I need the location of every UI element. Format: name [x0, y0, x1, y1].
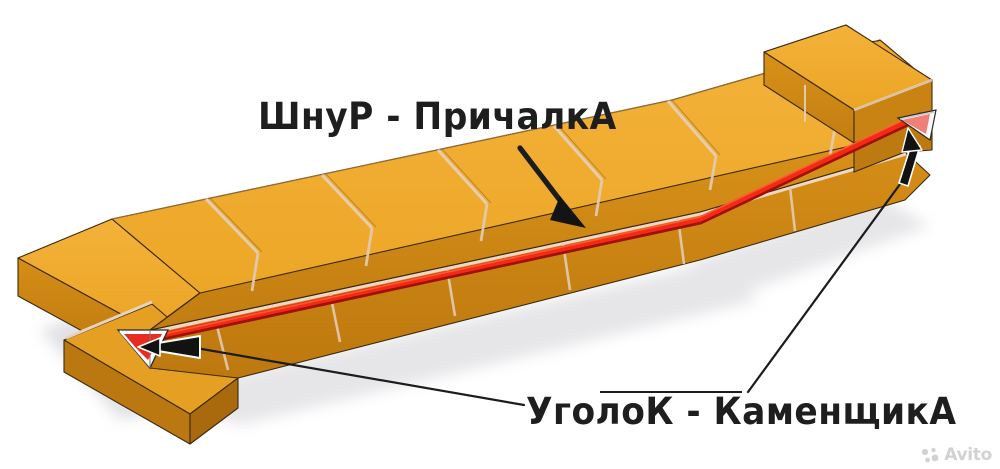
label-ugolok-kamenshchika: УголоК - КаменщикА — [526, 390, 957, 433]
masons-line-cord — [140, 112, 924, 345]
avito-watermark-text: Avito — [944, 445, 992, 465]
right-corner-bracket — [896, 109, 937, 142]
avito-dots-icon — [922, 447, 939, 463]
label-shnur-prichalka: ШнуР - ПричалкА — [258, 95, 617, 138]
leader-right-bracket — [746, 127, 923, 394]
right-wing-joints — [804, 78, 933, 122]
leader-left-bracket — [137, 335, 526, 407]
right-wing-brick — [763, 24, 933, 144]
arrow-to-cord — [517, 145, 586, 228]
main-wall-lower-course — [149, 151, 931, 379]
avito-watermark: Avito — [920, 445, 992, 465]
top-course-joints — [111, 39, 881, 292]
